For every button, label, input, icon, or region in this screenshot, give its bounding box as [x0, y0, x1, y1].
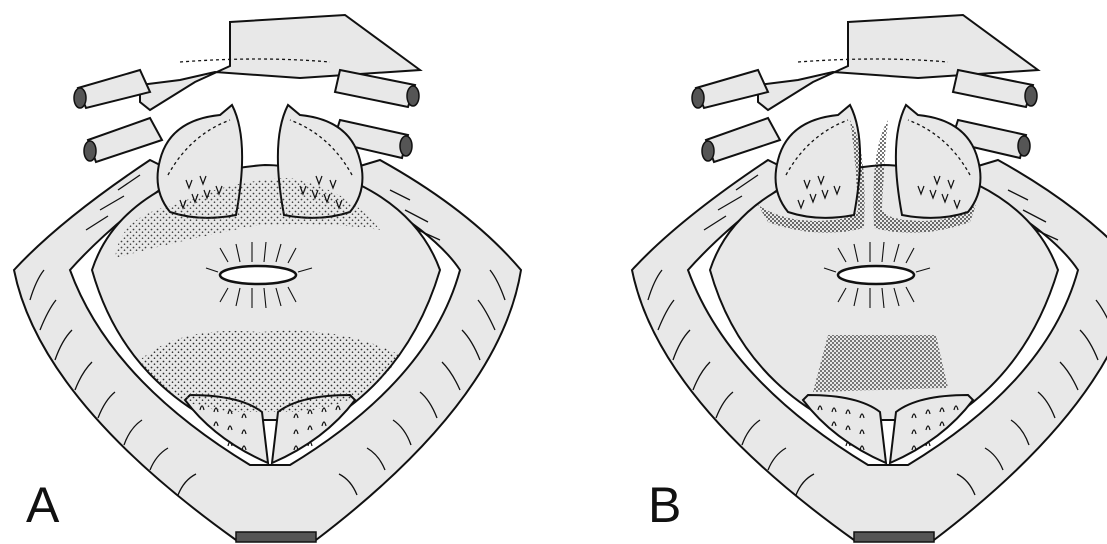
lower-stipple-patch: [813, 335, 948, 392]
panel-label-a: A: [26, 480, 59, 530]
panel-label-b: B: [648, 480, 681, 530]
panel-a: [0, 0, 553, 544]
panel-b: [618, 0, 1107, 544]
organ-diagram-b: [618, 0, 1107, 544]
organ-diagram-a: [0, 0, 553, 544]
